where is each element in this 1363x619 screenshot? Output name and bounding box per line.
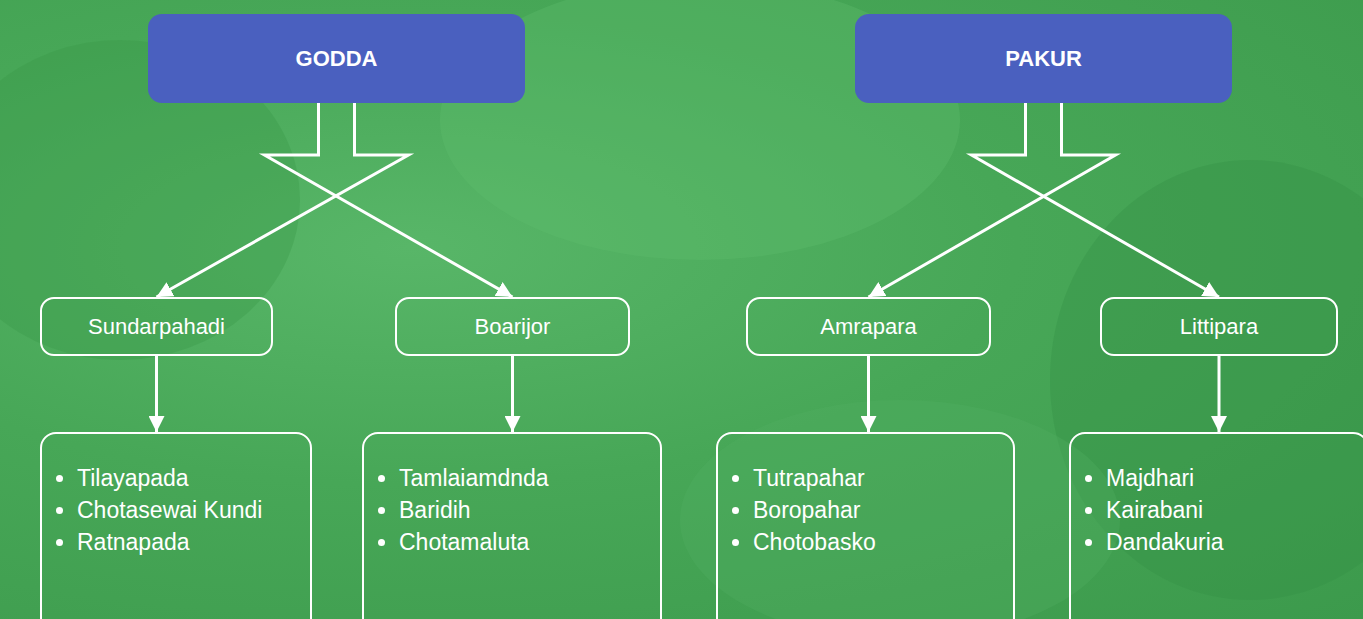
block-box: Littipara (1100, 297, 1338, 356)
bullet-item: Dandakuria (1085, 526, 1357, 558)
bullet-item: Chotamaluta (378, 526, 650, 558)
block-box: Amrapara (746, 297, 991, 356)
district-box: GODDA (148, 14, 525, 103)
district-box: PAKUR (855, 14, 1232, 103)
village-name: Ratnapada (77, 529, 190, 556)
connector-arrow (511, 356, 514, 432)
connector-arrow (157, 103, 409, 297)
bullet-dot (56, 539, 63, 546)
village-name: Chotobasko (753, 529, 876, 556)
bullet-dot (1085, 475, 1092, 482)
block-name: Amrapara (820, 314, 917, 340)
district-name: GODDA (296, 46, 378, 72)
village-name: Kairabani (1106, 497, 1203, 524)
bullet-dot (378, 507, 385, 514)
bullet-dot (732, 539, 739, 546)
bullet-item: Baridih (378, 494, 650, 526)
bullet-item: Kairabani (1085, 494, 1357, 526)
bullet-item: Boropahar (732, 494, 1003, 526)
connector-arrow (1218, 356, 1221, 432)
village-name: Tutrapahar (753, 465, 865, 492)
bullet-dot (378, 539, 385, 546)
block-name: Sundarpahadi (88, 314, 225, 340)
connector-arrow (867, 356, 870, 432)
block-name: Boarijor (475, 314, 551, 340)
village-name: Boropahar (753, 497, 860, 524)
connector-arrow (155, 356, 158, 432)
bullet-item: Tamlaiamdnda (378, 462, 650, 494)
bullet-dot (56, 507, 63, 514)
bullet-dot (56, 475, 63, 482)
bullet-item: Tutrapahar (732, 462, 1003, 494)
village-list-box: MajdhariKairabaniDandakuria (1069, 432, 1363, 619)
bullet-item: Tilayapada (56, 462, 300, 494)
bullet-item: Chotasewai Kundi (56, 494, 300, 526)
bullet-dot (732, 475, 739, 482)
bullet-item: Ratnapada (56, 526, 300, 558)
connector-arrow (869, 103, 1116, 297)
bullet-dot (1085, 539, 1092, 546)
bullet-dot (1085, 507, 1092, 514)
district-name: PAKUR (1005, 46, 1082, 72)
connector-arrow (265, 103, 513, 297)
village-name: Baridih (399, 497, 471, 524)
village-name: Chotamaluta (399, 529, 529, 556)
village-list-box: TamlaiamdndaBaridihChotamaluta (362, 432, 662, 619)
village-name: Dandakuria (1106, 529, 1224, 556)
bullet-item: Majdhari (1085, 462, 1357, 494)
village-name: Tilayapada (77, 465, 189, 492)
bullet-dot (732, 507, 739, 514)
village-name: Majdhari (1106, 465, 1194, 492)
bullet-dot (378, 475, 385, 482)
block-name: Littipara (1180, 314, 1258, 340)
block-box: Boarijor (395, 297, 630, 356)
connector-arrow (972, 103, 1220, 297)
block-box: Sundarpahadi (40, 297, 273, 356)
village-list-box: TilayapadaChotasewai KundiRatnapada (40, 432, 312, 619)
bullet-item: Chotobasko (732, 526, 1003, 558)
village-list-box: TutrapaharBoropaharChotobasko (716, 432, 1015, 619)
village-name: Chotasewai Kundi (77, 497, 262, 524)
village-name: Tamlaiamdnda (399, 465, 549, 492)
